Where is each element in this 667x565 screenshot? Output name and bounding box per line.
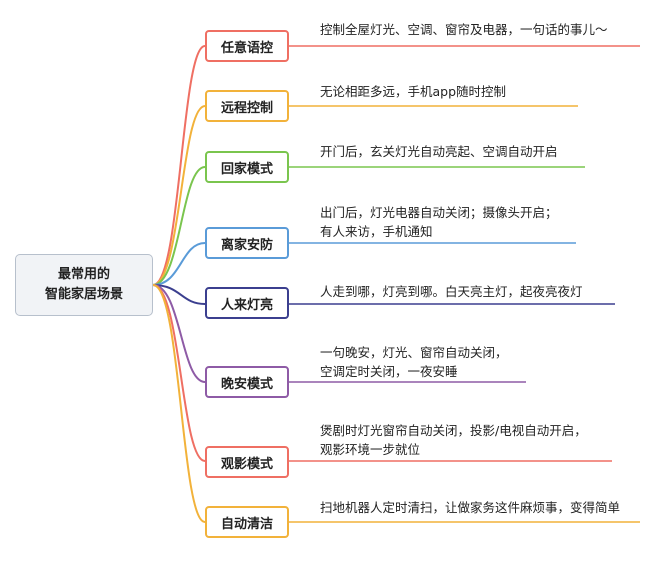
connector-curve	[152, 284, 206, 305]
desc-line: 无论相距多远，手机app随时控制	[320, 84, 507, 99]
connector-curve	[152, 284, 206, 383]
desc-line: 出门后，灯光电器自动关闭；摄像头开启；	[320, 205, 558, 220]
desc-line: 开门后，玄关灯光自动亮起、空调自动开启	[320, 144, 558, 159]
branch-desc-goodnight-mode: 一句晚安，灯光、窗帘自动关闭， 空调定时关闭，一夜安睡	[320, 343, 508, 381]
branch-node-goodnight-mode[interactable]: 晚安模式	[205, 366, 289, 398]
desc-line: 人走到哪，灯亮到哪。白天亮主灯，起夜亮夜灯	[320, 284, 583, 299]
desc-line: 煲剧时灯光窗帘自动关闭，投影/电视自动开启，	[320, 423, 587, 438]
branch-node-voice-control[interactable]: 任意语控	[205, 30, 289, 62]
desc-line: 控制全屋灯光、空调、窗帘及电器，一句话的事儿～	[320, 22, 608, 37]
desc-line: 观影环境一步就位	[320, 442, 421, 457]
branch-node-remote-control[interactable]: 远程控制	[205, 90, 289, 122]
branch-desc-movie-mode: 煲剧时灯光窗帘自动关闭，投影/电视自动开启， 观影环境一步就位	[320, 421, 587, 459]
root-title-line1: 最常用的	[57, 267, 110, 282]
root-node[interactable]: 最常用的 智能家居场景	[15, 254, 153, 316]
connector-curve	[152, 105, 206, 286]
desc-line: 一句晚安，灯光、窗帘自动关闭，	[320, 345, 508, 360]
branch-desc-home-mode: 开门后，玄关灯光自动亮起、空调自动开启	[320, 142, 558, 161]
branch-node-home-mode[interactable]: 回家模式	[205, 151, 289, 183]
connector-curve	[152, 166, 206, 286]
branch-node-away-security[interactable]: 离家安防	[205, 227, 289, 259]
branch-desc-remote-control: 无论相距多远，手机app随时控制	[320, 82, 506, 101]
branch-desc-voice-control: 控制全屋灯光、空调、窗帘及电器，一句话的事儿～	[320, 20, 608, 39]
connector-curve	[152, 284, 206, 462]
branch-node-auto-cleaning[interactable]: 自动清洁	[205, 506, 289, 538]
branch-desc-auto-cleaning: 扫地机器人定时清扫，让做家务这件麻烦事，变得简单	[320, 498, 620, 517]
branch-node-movie-mode[interactable]: 观影模式	[205, 446, 289, 478]
branch-node-motion-lights[interactable]: 人来灯亮	[205, 287, 289, 319]
connector-curve	[152, 45, 206, 286]
branch-desc-away-security: 出门后，灯光电器自动关闭；摄像头开启； 有人来访，手机通知	[320, 203, 558, 241]
root-title-line2: 智能家居场景	[44, 287, 123, 302]
desc-line: 有人来访，手机通知	[320, 224, 433, 239]
connector-curve	[152, 242, 206, 286]
branch-desc-motion-lights: 人走到哪，灯亮到哪。白天亮主灯，起夜亮夜灯	[320, 282, 583, 301]
desc-line: 空调定时关闭，一夜安睡	[320, 364, 458, 379]
desc-line: 扫地机器人定时清扫，让做家务这件麻烦事，变得简单	[320, 500, 621, 515]
connector-curve	[152, 284, 206, 523]
